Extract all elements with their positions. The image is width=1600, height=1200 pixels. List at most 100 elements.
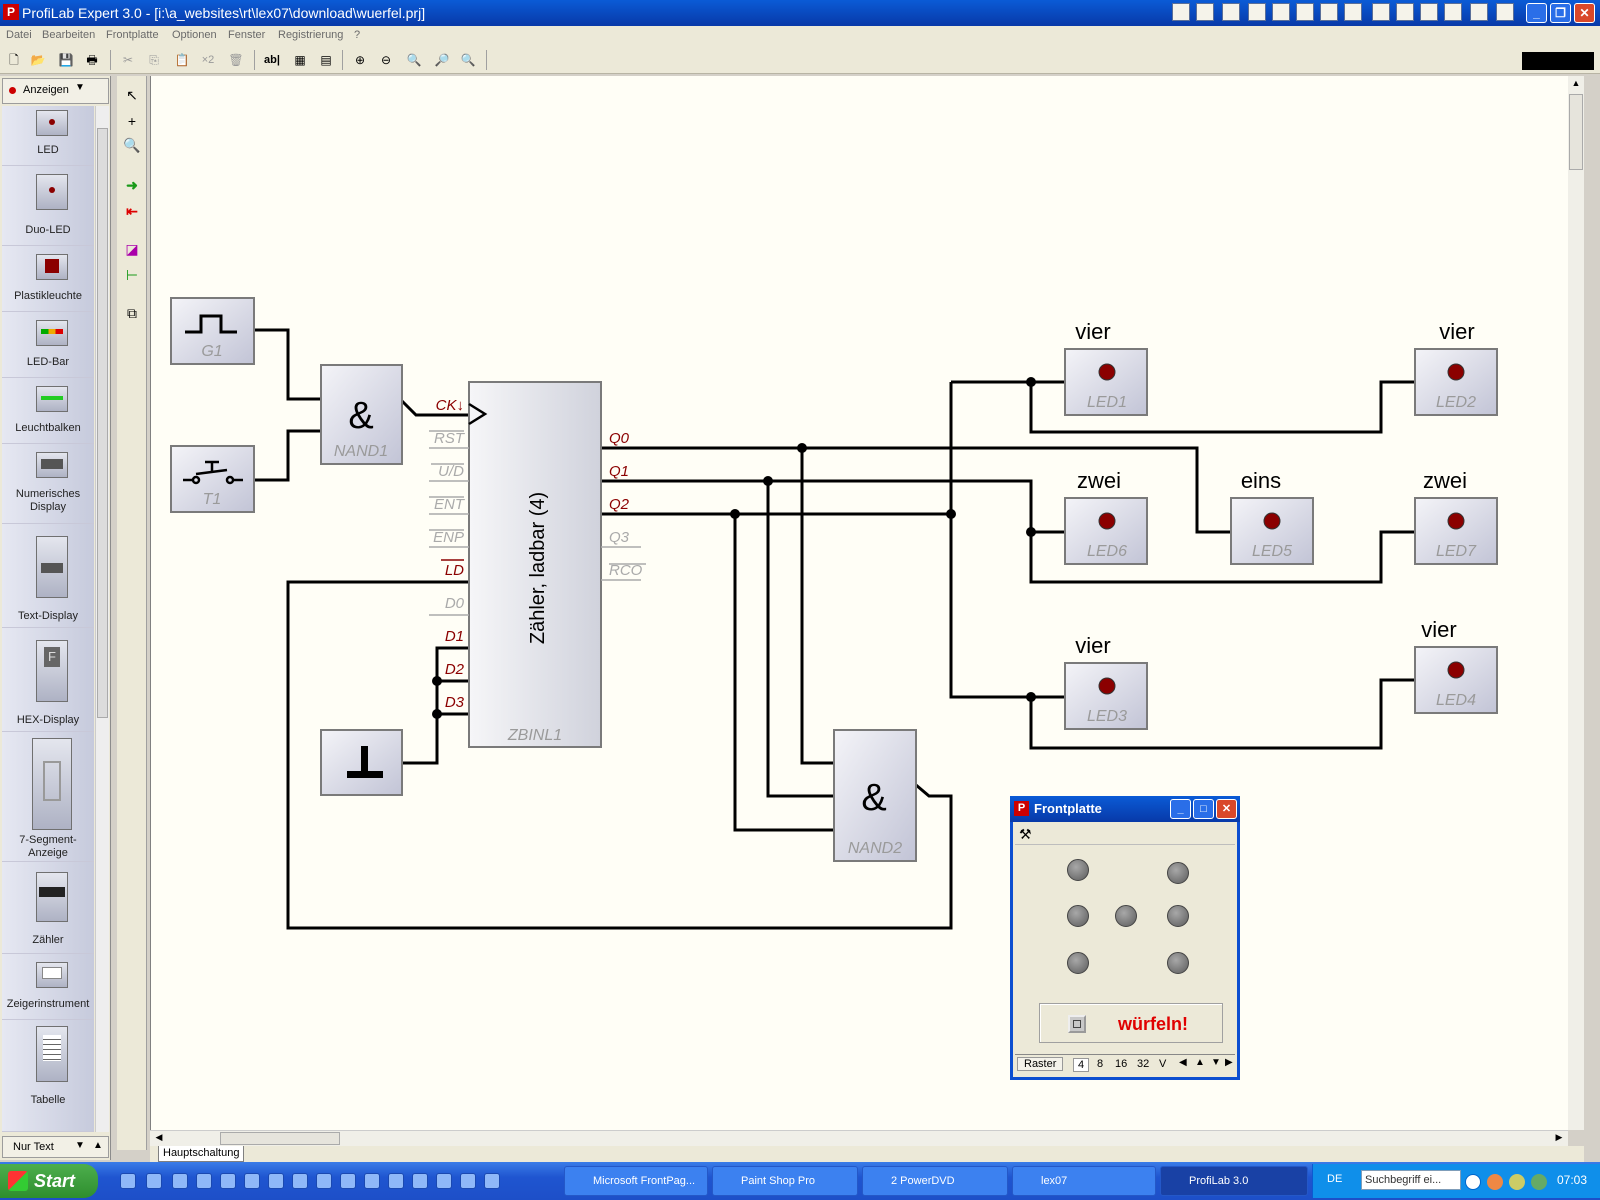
close-button[interactable]: ✕ [1216, 799, 1237, 819]
quicklaunch-icon[interactable] [388, 1173, 404, 1189]
quicklaunch-icon[interactable] [196, 1173, 212, 1189]
scroll-left-icon[interactable]: ◀ [155, 1132, 163, 1142]
quicklaunch-icon[interactable] [364, 1173, 380, 1189]
raster-option[interactable]: 4 [1073, 1058, 1090, 1072]
zoom-fit-icon[interactable]: 🔎 [434, 53, 450, 67]
quicklaunch-icon[interactable] [1248, 3, 1266, 21]
scroll-thumb[interactable] [220, 1132, 340, 1145]
quicklaunch-icon[interactable] [120, 1173, 136, 1189]
tray-icon[interactable] [1531, 1174, 1547, 1190]
zoom-out-icon[interactable]: ⊖ [380, 53, 392, 67]
run-arrow-icon[interactable]: ➜ [126, 177, 138, 193]
generator-g1[interactable]: G1 [170, 297, 255, 365]
quicklaunch-icon[interactable] [1372, 3, 1390, 21]
pointer-tool-icon[interactable]: ↖ [126, 87, 138, 103]
duplicate-button[interactable]: ×2 [201, 54, 215, 66]
quicklaunch-icon[interactable] [1272, 3, 1290, 21]
zoom-in-icon[interactable]: ⊕ [354, 53, 366, 67]
quicklaunch-icon[interactable] [1196, 3, 1214, 21]
palette-item-led-bar[interactable]: LED-Bar [2, 312, 94, 378]
quicklaunch-icon[interactable] [1396, 3, 1414, 21]
zoom-reset-icon[interactable]: 🔍 [460, 53, 476, 67]
wire-tool-icon[interactable]: + [127, 113, 137, 129]
menu-frontplatte[interactable]: Frontplatte [106, 29, 159, 41]
connector-tool-icon[interactable]: ⊢ [125, 267, 139, 283]
arrow-up-icon[interactable]: ▲ [1195, 1057, 1205, 1068]
menu-datei[interactable]: Datei [6, 29, 32, 41]
start-button[interactable]: Start [0, 1164, 98, 1198]
palette-item-text-display[interactable]: Text-Display [2, 524, 94, 628]
tools-icon[interactable]: ⚒ [1019, 826, 1032, 842]
quicklaunch-icon[interactable] [1444, 3, 1462, 21]
print-icon[interactable]: 🖶 [86, 53, 98, 67]
cut-icon[interactable]: ✂ [122, 53, 134, 67]
tray-icon[interactable] [1487, 1174, 1503, 1190]
quicklaunch-icon[interactable] [1222, 3, 1240, 21]
close-button[interactable]: ✕ [1574, 3, 1595, 23]
arrow-up-icon[interactable]: ▲ [93, 1140, 103, 1151]
led-led5[interactable]: eins LED5 [1230, 468, 1314, 565]
quicklaunch-icon[interactable] [268, 1173, 284, 1189]
frontplatte-title-bar[interactable]: P Frontplatte _ □ ✕ [1010, 796, 1240, 822]
switch-t1[interactable]: T1 [170, 445, 255, 513]
category-dropdown[interactable]: Anzeigen ▼ [2, 78, 109, 104]
paste-icon[interactable]: 📋 [174, 53, 190, 67]
counter-zbinl1[interactable]: Zähler, ladbar (4) ZBINL1 [468, 381, 602, 748]
raster-option[interactable]: V [1159, 1058, 1167, 1070]
led-led7[interactable]: zwei LED7 [1414, 468, 1498, 565]
roll-button[interactable] [1068, 1015, 1086, 1033]
quicklaunch-icon[interactable] [1172, 3, 1190, 21]
minimize-button[interactable]: _ [1526, 3, 1547, 23]
arrow-down-icon[interactable]: ▼ [1211, 1057, 1221, 1068]
menu-registrierung[interactable]: Registrierung [278, 29, 344, 41]
quicklaunch-icon[interactable] [292, 1173, 308, 1189]
palette-footer[interactable]: Nur Text ▼ ▲ [2, 1136, 109, 1158]
scroll-thumb[interactable] [1569, 94, 1583, 170]
palette-item-hex-display[interactable]: F HEX-Display [2, 628, 94, 732]
quicklaunch-icon[interactable] [436, 1173, 452, 1189]
text-tool-button[interactable]: ab| [264, 54, 280, 66]
quicklaunch-icon[interactable] [146, 1173, 162, 1189]
led-led3[interactable]: vier LED3 [1064, 633, 1148, 730]
quicklaunch-icon[interactable] [1496, 3, 1514, 21]
restore-button[interactable]: ❐ [1550, 3, 1571, 23]
macro-tool-icon[interactable]: ⧉ [127, 305, 137, 321]
language-indicator[interactable]: DE [1327, 1173, 1343, 1185]
vertical-scrollbar[interactable]: ▲ [1568, 76, 1584, 1130]
palette-item-plastikleuchte[interactable]: Plastikleuchte [2, 246, 94, 312]
stop-arrow-icon[interactable]: ⇤ [126, 203, 138, 219]
frontplatte-window[interactable]: P Frontplatte _ □ ✕ ⚒ würfeln! Raster 4 … [1010, 796, 1240, 1080]
palette-item-zaehler[interactable]: Zähler [2, 862, 94, 954]
zoom-icon[interactable]: 🔍 [406, 53, 422, 67]
quicklaunch-icon[interactable] [1344, 3, 1362, 21]
menu-fenster[interactable]: Fenster [228, 29, 266, 41]
menu-optionen[interactable]: Optionen [172, 29, 217, 41]
led-led2[interactable]: vier LED2 [1414, 319, 1498, 416]
quicklaunch-icon[interactable] [220, 1173, 236, 1189]
arrow-down-icon[interactable]: ▼ [75, 1140, 85, 1151]
task-paintshop[interactable]: Paint Shop Pro [712, 1166, 858, 1196]
arrow-right-icon[interactable]: ▶ [1225, 1057, 1233, 1068]
palette-item-7-segment[interactable]: 7-Segment-Anzeige [2, 732, 94, 862]
quicklaunch-icon[interactable] [484, 1173, 500, 1189]
arrow-left-icon[interactable]: ◀ [1179, 1057, 1187, 1068]
color-tool-icon[interactable]: ◪ [125, 241, 139, 257]
raster-option[interactable]: 8 [1097, 1058, 1104, 1070]
quicklaunch-icon[interactable] [172, 1173, 188, 1189]
quicklaunch-icon[interactable] [1470, 3, 1488, 21]
scroll-up-icon[interactable]: ▲ [1571, 78, 1581, 88]
arrow-icon[interactable] [1465, 1174, 1481, 1190]
palette-item-numeric-display[interactable]: Numerisches Display [2, 444, 94, 524]
led-led6[interactable]: zwei LED6 [1064, 468, 1148, 565]
grid-icon[interactable]: ▦ [294, 53, 306, 67]
tab-hauptschaltung[interactable]: Hauptschaltung [158, 1146, 245, 1162]
nand2-gate[interactable]: & NAND2 [833, 729, 917, 862]
quicklaunch-icon[interactable] [316, 1173, 332, 1189]
maximize-button[interactable]: □ [1193, 799, 1214, 819]
quicklaunch-icon[interactable] [1420, 3, 1438, 21]
horizontal-scrollbar[interactable]: ◀ ▶ [150, 1130, 1568, 1146]
open-folder-icon[interactable]: 📂 [30, 53, 46, 67]
new-file-icon[interactable]: 🗋 [9, 53, 19, 67]
ground-block[interactable] [320, 729, 403, 796]
menu-bearbeiten[interactable]: Bearbeiten [42, 29, 96, 41]
